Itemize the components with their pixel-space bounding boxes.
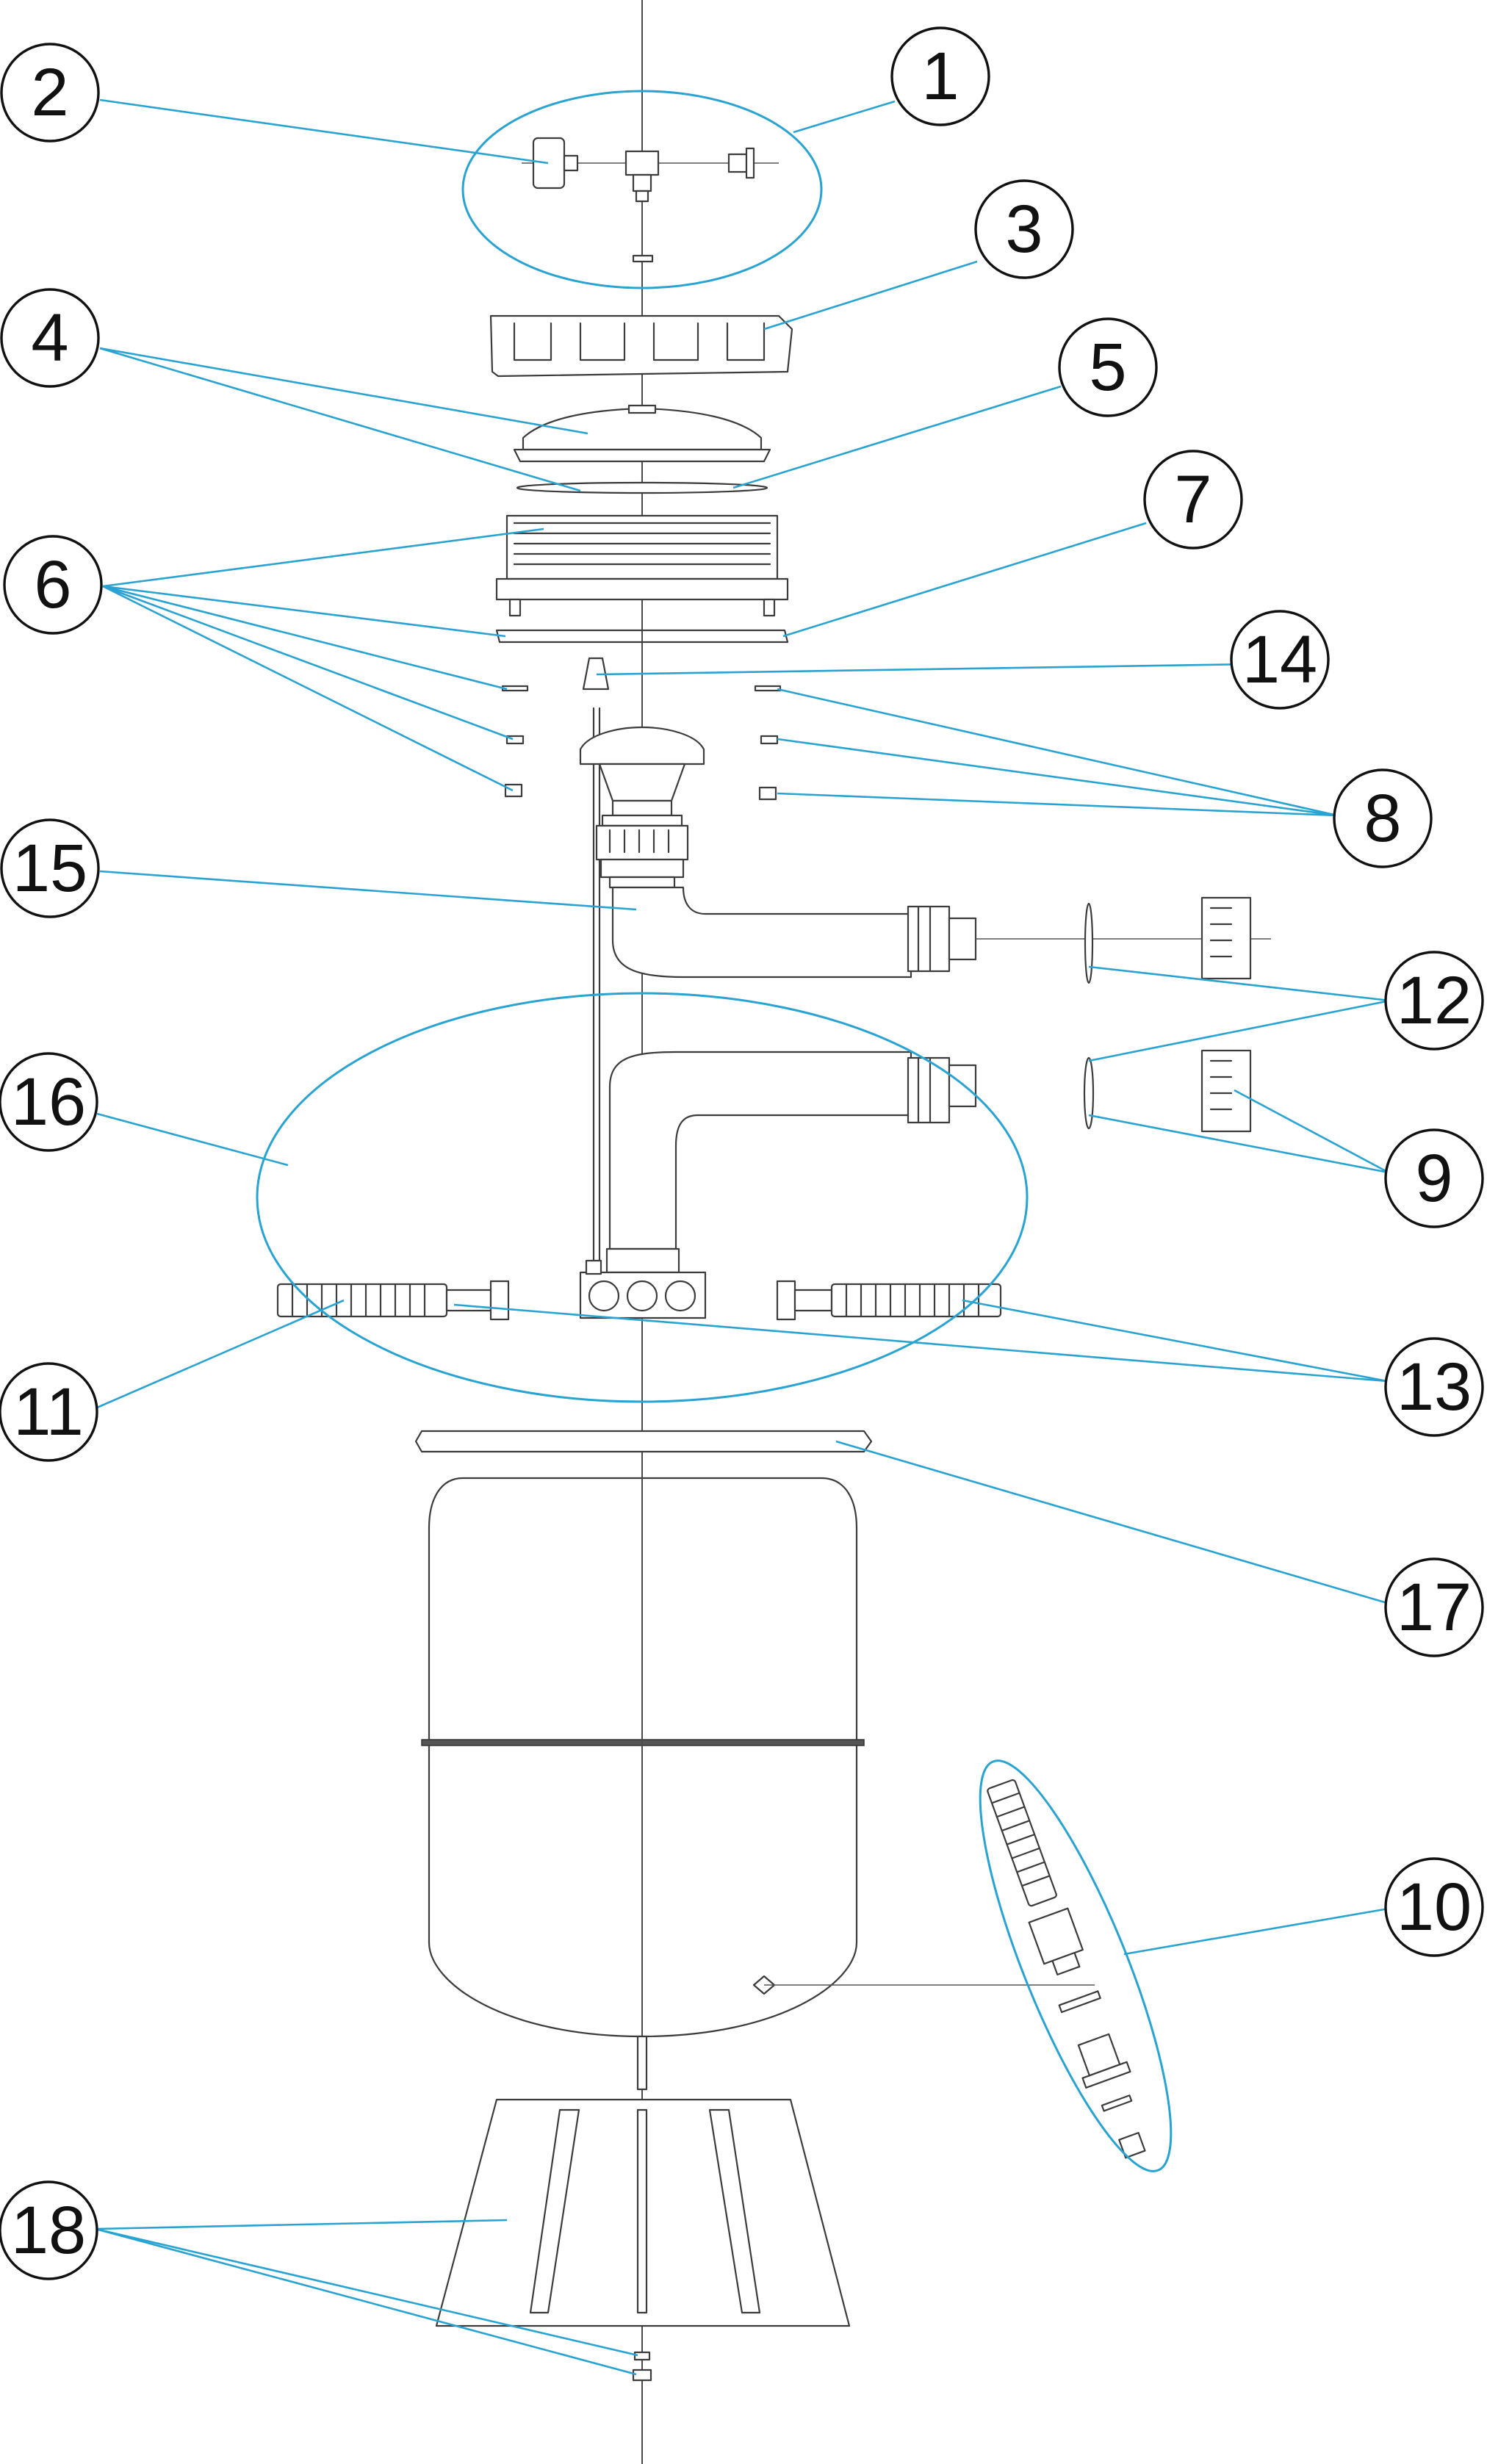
part-lid-ring xyxy=(489,314,793,378)
svg-text:6: 6 xyxy=(34,547,71,622)
svg-text:16: 16 xyxy=(11,1065,86,1139)
part-flat-gasket xyxy=(495,629,789,644)
group-ellipse-1 xyxy=(461,90,823,289)
callout-1: 1 xyxy=(890,26,990,126)
callout-14: 14 xyxy=(1230,610,1330,710)
svg-text:10: 10 xyxy=(1397,1870,1472,1945)
part-right-lateral xyxy=(776,1280,1002,1321)
callout-8: 8 xyxy=(1333,768,1433,868)
svg-text:7: 7 xyxy=(1174,462,1211,537)
callout-13: 13 xyxy=(1384,1337,1484,1437)
callout-6: 6 xyxy=(3,535,103,635)
callout-18: 18 xyxy=(0,2180,98,2280)
part-drain-assembly xyxy=(987,1779,1146,2159)
svg-text:12: 12 xyxy=(1397,963,1472,1038)
leader-lines xyxy=(95,98,1391,2376)
group-ellipse-10 xyxy=(979,1759,1173,2172)
part-threaded-collar xyxy=(495,514,789,617)
part-diffuser-tip xyxy=(582,657,610,691)
part-o-ring xyxy=(516,481,768,494)
svg-text:1: 1 xyxy=(921,39,959,114)
part-valve-assembly xyxy=(522,137,779,263)
callout-11: 11 xyxy=(0,1362,98,1462)
svg-text:15: 15 xyxy=(12,831,87,906)
svg-text:2: 2 xyxy=(31,55,68,130)
part-screws-nuts xyxy=(501,685,782,801)
svg-text:9: 9 xyxy=(1415,1141,1452,1216)
svg-text:8: 8 xyxy=(1364,781,1401,856)
svg-text:11: 11 xyxy=(13,1375,84,1449)
part-dome-lid xyxy=(513,404,771,463)
callout-10: 10 xyxy=(1384,1857,1484,1957)
part-lower-manifold xyxy=(579,1049,1252,1319)
svg-text:13: 13 xyxy=(1397,1350,1472,1424)
svg-text:3: 3 xyxy=(1005,192,1043,267)
callout-3: 3 xyxy=(974,179,1074,279)
group-ellipse-16 xyxy=(256,992,1029,1403)
part-tank-body xyxy=(421,1477,1095,2091)
svg-text:14: 14 xyxy=(1242,622,1317,697)
part-diffuser-pipe xyxy=(579,707,1271,1265)
svg-text:4: 4 xyxy=(31,300,68,375)
callout-2: 2 xyxy=(0,43,100,143)
svg-text:5: 5 xyxy=(1089,330,1126,405)
svg-text:18: 18 xyxy=(11,2193,86,2268)
callout-15: 15 xyxy=(0,818,100,918)
callout-7: 7 xyxy=(1143,450,1243,550)
part-tank-gasket xyxy=(414,1430,873,1453)
callout-16: 16 xyxy=(0,1052,98,1152)
part-base-stand xyxy=(435,2098,851,2382)
svg-text:17: 17 xyxy=(1397,1570,1472,1645)
callout-9: 9 xyxy=(1384,1128,1484,1228)
callout-4: 4 xyxy=(0,288,100,388)
callouts: 1 2 3 4 5 6 7 14 8 15 12 16 9 11 13 17 1… xyxy=(0,26,1484,2280)
callout-17: 17 xyxy=(1384,1557,1484,1657)
callout-5: 5 xyxy=(1058,317,1158,417)
callout-12: 12 xyxy=(1384,951,1484,1051)
